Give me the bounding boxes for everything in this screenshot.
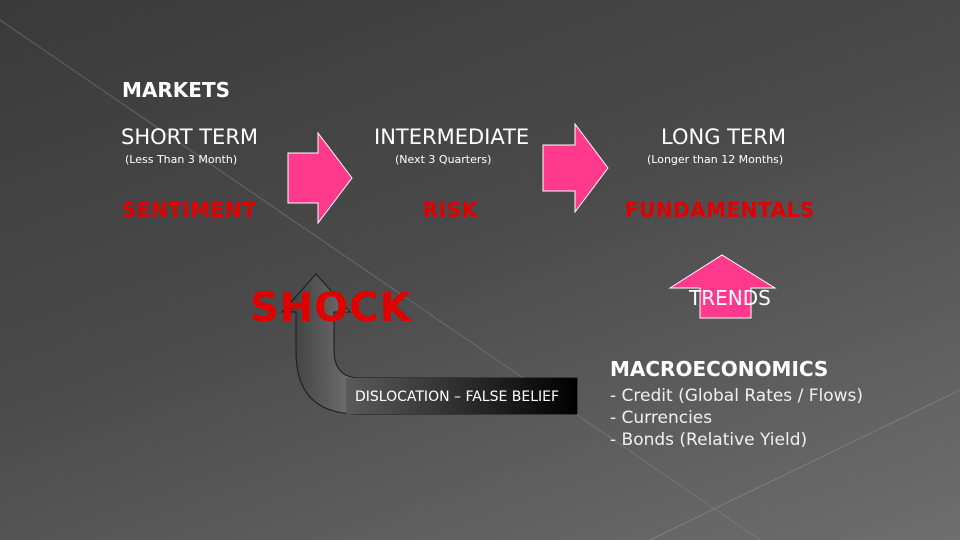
stage-long-term-heading: LONG TERM (661, 125, 786, 149)
macro-item: - Credit (Global Rates / Flows) (610, 386, 863, 406)
shock-label: SHOCK (250, 285, 412, 331)
stage-intermediate-heading: INTERMEDIATE (374, 125, 530, 149)
macro-item: - Currencies (610, 408, 713, 428)
stage-long-term-label: FUNDAMENTALS (625, 198, 815, 222)
trends-label: TRENDS (689, 286, 771, 310)
arrow-intermediate-to-long (542, 122, 609, 214)
markets-title: MARKETS (122, 78, 230, 102)
arrow-short-to-intermediate (287, 131, 353, 225)
stage-short-term-sub: (Less Than 3 Month) (125, 153, 238, 166)
dislocation-bar (346, 378, 577, 414)
stage-intermediate-sub: (Next 3 Quarters) (395, 153, 492, 166)
stage-long-term-sub: (Longer than 12 Months) (647, 153, 784, 166)
macro-item: - Bonds (Relative Yield) (610, 430, 808, 450)
trends-up-arrow (668, 254, 777, 319)
stage-short-term-heading: SHORT TERM (121, 125, 259, 149)
macro-title: MACROECONOMICS (610, 357, 829, 381)
dislocation-label: DISLOCATION – FALSE BELIEF (355, 389, 560, 405)
macro-list: - Credit (Global Rates / Flows) - Curren… (610, 385, 863, 451)
stage-intermediate-label: RISK (423, 198, 478, 222)
stage-short-term-label: SENTIMENT (122, 198, 257, 222)
